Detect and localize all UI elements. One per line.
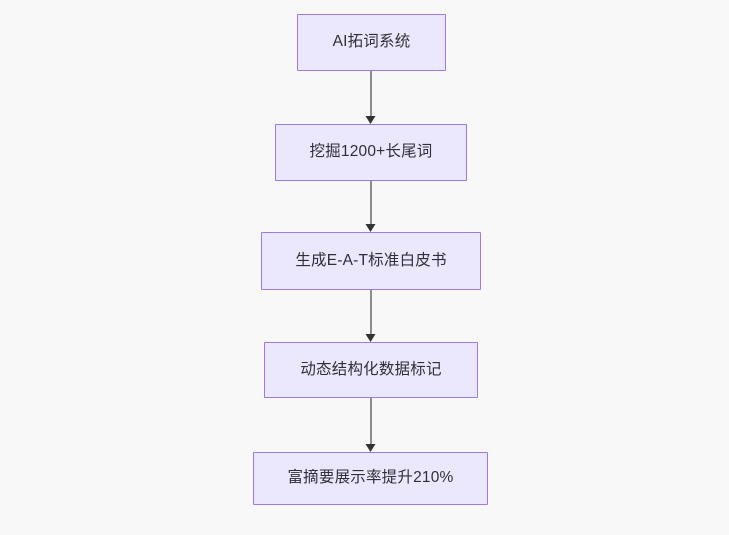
- flow-node-label: 挖掘1200+长尾词: [309, 143, 433, 161]
- node-generate-eat-whitepaper[interactable]: 生成E-A-T标准白皮书: [261, 232, 481, 290]
- flow-node-label: 动态结构化数据标记: [300, 360, 442, 378]
- arrow-down-icon: [365, 223, 376, 232]
- node-ai-keyword-system[interactable]: AI拓词系统: [297, 14, 446, 71]
- flow-node-label: 生成E-A-T标准白皮书: [295, 251, 447, 269]
- flow-edge-line: [370, 398, 372, 444]
- node-mine-longtail-keywords[interactable]: 挖掘1200+长尾词: [275, 124, 467, 181]
- node-dynamic-structured-data[interactable]: 动态结构化数据标记: [264, 342, 478, 398]
- flow-edge-line: [370, 290, 372, 334]
- node-rich-snippet-uplift[interactable]: 富摘要展示率提升210%: [253, 452, 488, 505]
- arrow-down-icon: [365, 443, 376, 452]
- flow-edge-line: [370, 71, 372, 116]
- flow-node-label: 富摘要展示率提升210%: [287, 469, 454, 487]
- flow-node-label: AI拓词系统: [332, 33, 411, 51]
- arrow-down-icon: [365, 115, 376, 124]
- flow-edge-line: [370, 181, 372, 224]
- arrow-down-icon: [365, 333, 376, 342]
